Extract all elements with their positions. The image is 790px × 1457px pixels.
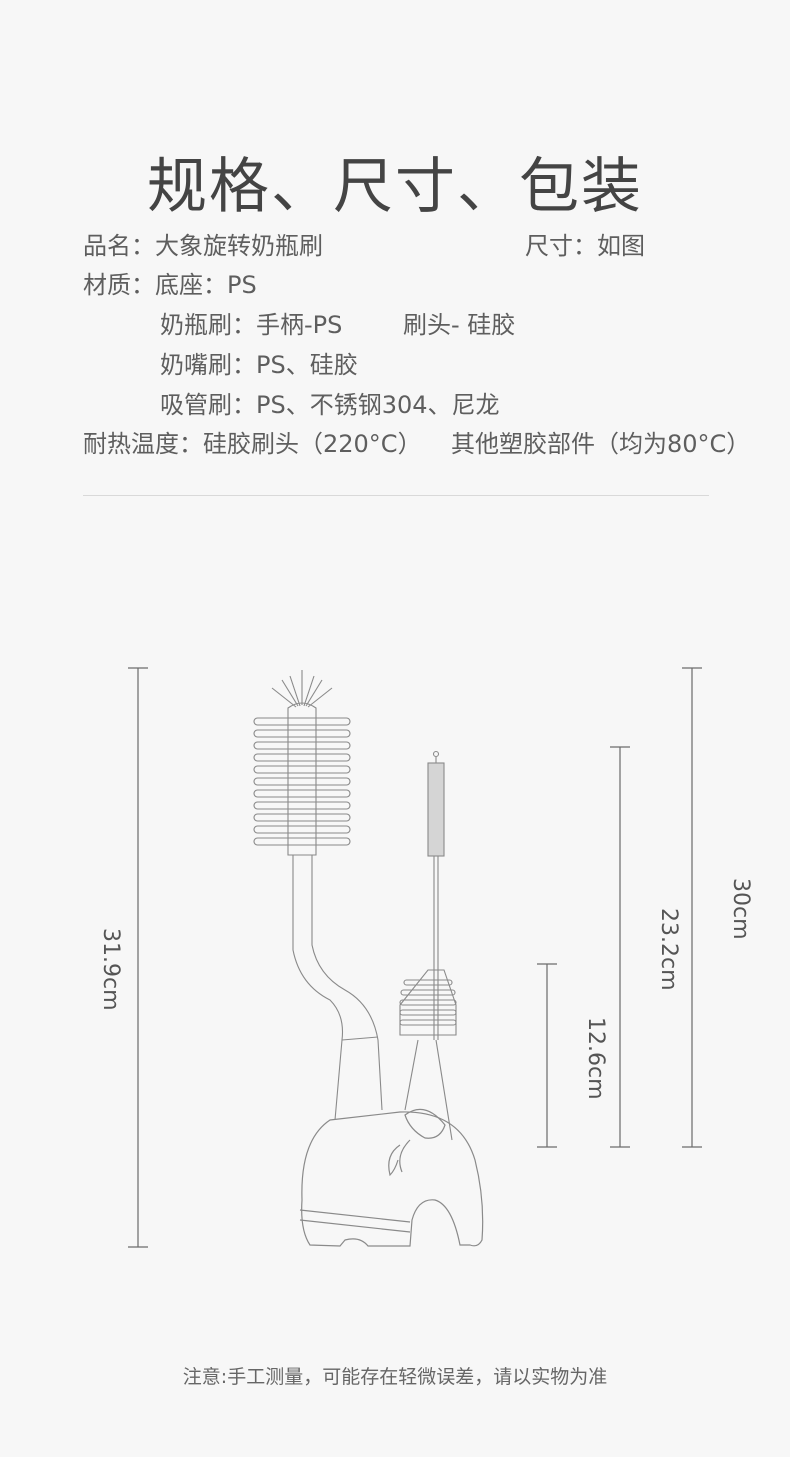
spec-heat-label: 耐热温度：: [83, 430, 203, 458]
spec-name-row: 品名：大象旋转奶瓶刷: [83, 226, 323, 266]
dimension-label-30: 30cm: [728, 878, 753, 940]
divider: [83, 495, 709, 496]
spec-size-value: 如图: [597, 232, 645, 260]
bottle-brush-illustration: [253, 670, 383, 1121]
dimension-label-total: 31.9cm: [98, 928, 123, 1011]
spec-heat-row: 耐热温度：硅胶刷头（220°C）: [83, 424, 422, 464]
dimension-line-23: [610, 746, 630, 1148]
spec-size-label: 尺寸：: [525, 232, 597, 260]
spec-material-label: 材质：: [83, 271, 155, 299]
straw-brush-illustration: [427, 750, 445, 1040]
dimension-line-total: [128, 667, 148, 1248]
measurement-note: 注意:手工测量，可能存在轻微误差，请以实物为准: [182, 1366, 608, 1388]
spec-heat-value-2: 其他塑胶部件（均为80°C）: [451, 430, 751, 458]
spec-straw-brush: 吸管刷：PS、不锈钢304、尼龙: [160, 391, 500, 419]
spec-size-row: 尺寸：如图: [525, 226, 645, 266]
spec-name-value: 大象旋转奶瓶刷: [155, 232, 323, 260]
spec-nipple-brush: 奶嘴刷：PS、硅胶: [160, 351, 358, 379]
spec-material-row: 材质：底座：PS: [83, 265, 257, 305]
spec-bottle-brush: 奶瓶刷：手柄-PS: [160, 311, 343, 339]
page-title: 规格、尺寸、包装: [147, 152, 643, 223]
spec-base: 底座：PS: [155, 271, 257, 299]
dimension-line-12: [537, 963, 557, 1148]
dimension-label-23: 23.2cm: [656, 908, 681, 991]
spec-heat-value-1: 硅胶刷头（220°C）: [203, 430, 422, 458]
spec-bottle-brush-head: 刷头- 硅胶: [403, 311, 516, 339]
dimension-label-12: 12.6cm: [583, 1017, 608, 1100]
dimension-line-30: [682, 667, 702, 1148]
elephant-base-illustration: [299, 1108, 484, 1247]
spec-name-label: 品名：: [83, 232, 155, 260]
